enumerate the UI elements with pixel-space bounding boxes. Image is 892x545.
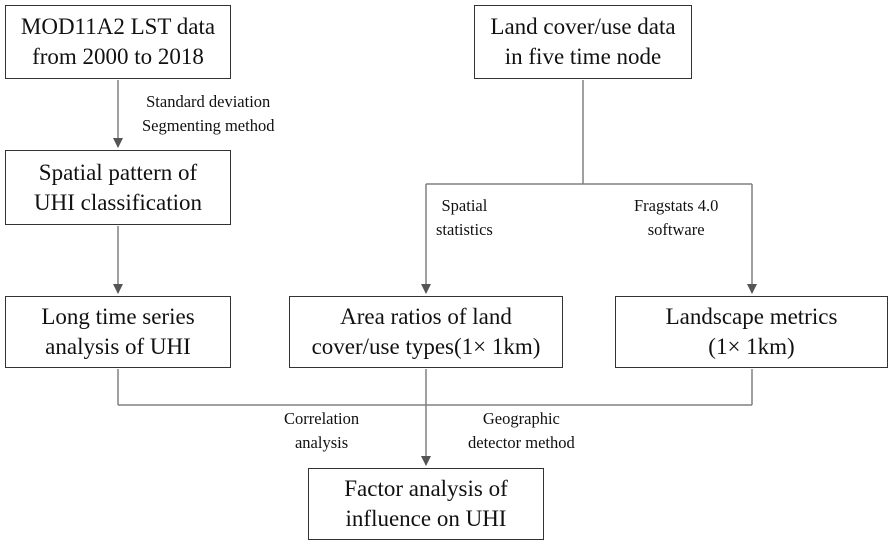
box-factor-analysis-line1: Factor analysis of	[344, 476, 508, 501]
box-landcover-data-line1: Land cover/use data	[490, 14, 676, 39]
box-lst-data-line1: MOD11A2 LST data	[20, 14, 216, 39]
box-factor-analysis-line2: influence on UHI	[345, 506, 507, 531]
box-landscape-metrics: Landscape metrics (1× 1km)	[615, 296, 888, 368]
box-landscape-metrics-line2: (1× 1km)	[708, 334, 795, 359]
note-geographic-detector-line2: detector method	[468, 433, 575, 452]
box-long-time-series: Long time series analysis of UHI	[5, 296, 231, 368]
note-spatial-statistics-line1: Spatial	[441, 196, 488, 215]
note-std-deviation-line2: Segmenting method	[142, 116, 275, 135]
box-long-time-series-line1: Long time series	[41, 304, 195, 329]
box-spatial-pattern-line1: Spatial pattern of	[38, 159, 198, 185]
box-long-time-series-line2: analysis of UHI	[45, 334, 191, 359]
note-fragstats-line2: software	[647, 220, 705, 239]
box-lst-data: MOD11A2 LST data from 2000 to 2018	[5, 5, 231, 79]
note-geographic-detector: Geographic detector method	[468, 407, 575, 455]
note-std-deviation-line1: Standard deviation	[146, 92, 271, 111]
box-spatial-pattern-line2: UHI classification	[34, 189, 202, 215]
box-area-ratios: Area ratios of land cover/use types(1× 1…	[289, 296, 563, 368]
note-correlation-line2: analysis	[294, 433, 349, 452]
note-std-deviation: Standard deviation Segmenting method	[142, 90, 274, 138]
note-correlation: Correlation analysis	[284, 407, 359, 455]
box-area-ratios-line1: Area ratios of land	[340, 304, 512, 329]
box-area-ratios-line2: cover/use types(1× 1km)	[311, 334, 541, 359]
note-spatial-statistics-line2: statistics	[436, 220, 493, 239]
note-fragstats: Fragstats 4.0 software	[634, 194, 718, 242]
box-spatial-pattern: Spatial pattern of UHI classification	[5, 150, 231, 225]
note-fragstats-line1: Fragstats 4.0	[634, 196, 719, 215]
note-spatial-statistics: Spatial statistics	[436, 194, 493, 242]
box-landcover-data: Land cover/use data in five time node	[474, 5, 692, 79]
box-landscape-metrics-line1: Landscape metrics	[665, 304, 838, 329]
note-geographic-detector-line1: Geographic	[482, 409, 560, 428]
box-lst-data-line2: from 2000 to 2018	[32, 44, 204, 69]
note-correlation-line1: Correlation	[284, 409, 360, 428]
box-factor-analysis: Factor analysis of influence on UHI	[308, 468, 544, 540]
box-landcover-data-line2: in five time node	[504, 44, 662, 69]
